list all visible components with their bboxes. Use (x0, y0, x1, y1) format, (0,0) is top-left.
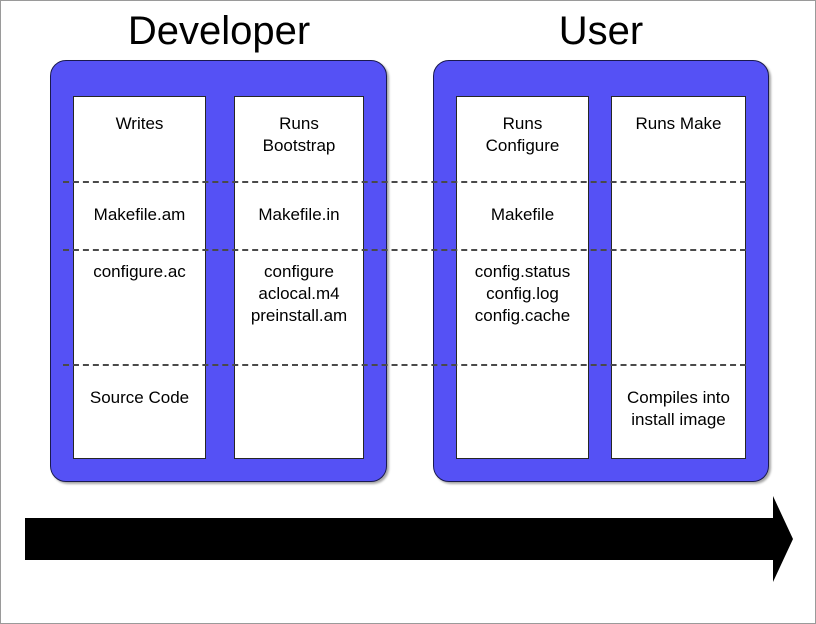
column-runs-configure: Runs Configure Makefile config.status co… (456, 96, 589, 459)
cell-bootstrap-action: Runs Bootstrap (262, 114, 336, 155)
cell-writes-row2: configure.ac (93, 262, 186, 281)
cell-bootstrap-row2: configure aclocal.m4 preinstall.am (250, 262, 348, 325)
stage-separator-1 (63, 181, 746, 183)
column-runs-make: Runs Make Compiles into install image (611, 96, 746, 459)
stage-separator-2 (63, 249, 746, 251)
group-title-user: User (558, 9, 644, 53)
cell-make-action: Runs Make (635, 114, 722, 133)
cell-configure-row1: Makefile (490, 205, 555, 224)
cell-make-row3: Compiles into install image (627, 388, 730, 429)
cell-writes-row3: Source Code (89, 388, 190, 407)
time-flow-arrow (25, 496, 793, 582)
column-writes: Writes Makefile.am configure.ac Source C… (73, 96, 206, 459)
cell-configure-row2: config.status config.log config.cache (474, 262, 571, 325)
cell-writes-row1: Makefile.am (93, 205, 186, 224)
stage-separator-3 (63, 364, 746, 366)
cell-configure-action: Runs Configure (485, 114, 560, 155)
column-runs-bootstrap: Runs Bootstrap Makefile.in configure acl… (234, 96, 364, 459)
cell-writes-action: Writes (115, 114, 164, 133)
cell-bootstrap-row1: Makefile.in (258, 205, 340, 224)
group-title-developer: Developer (127, 9, 311, 53)
